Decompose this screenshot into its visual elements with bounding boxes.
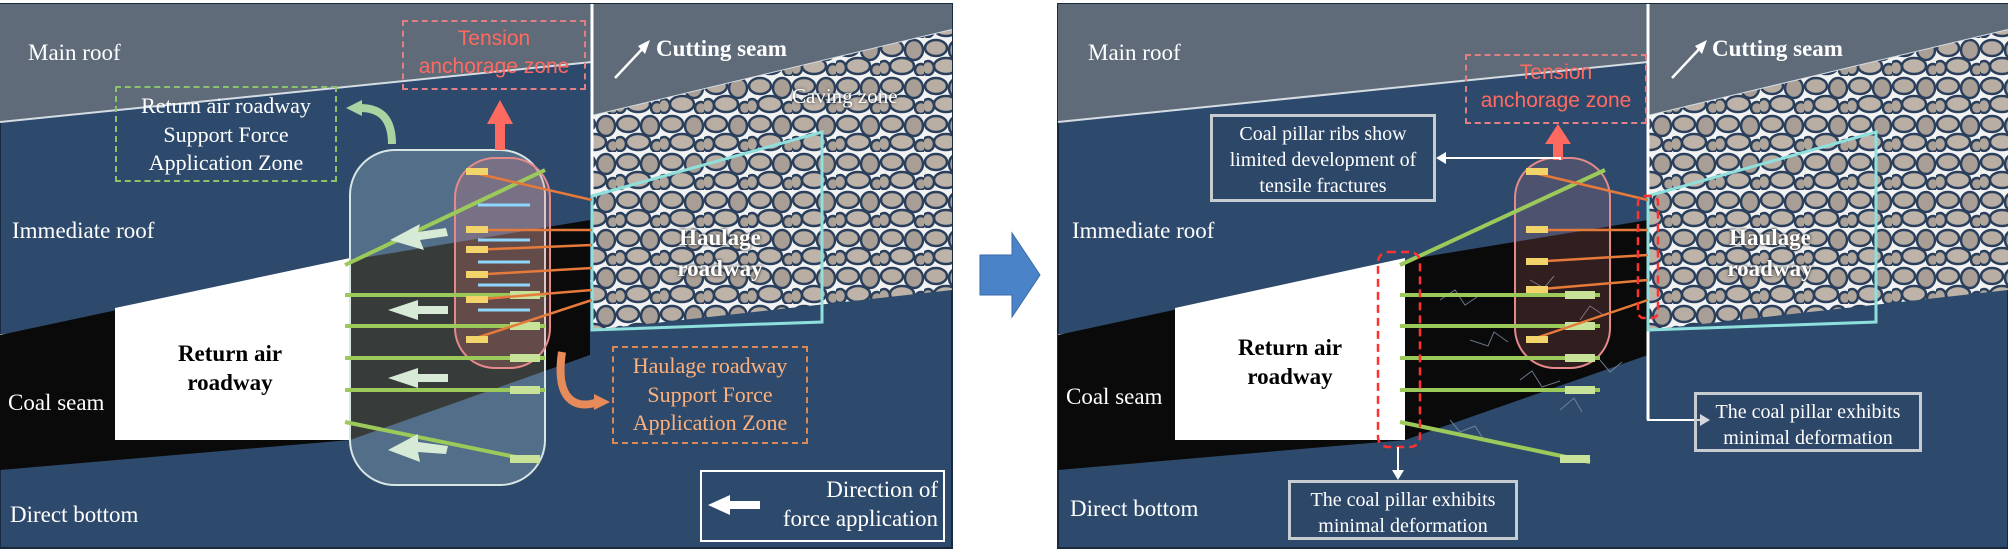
right-haulage-roadway-label: Haulage roadway xyxy=(1727,225,1813,282)
transition-arrow xyxy=(979,231,1041,319)
return-air-roadway-label: Return air roadway xyxy=(177,341,283,395)
right-deformation-note: The coal pillar exhibits minimal deforma… xyxy=(1694,392,1922,452)
right-direct-bottom-label: Direct bottom xyxy=(1070,496,1199,521)
caving-zone-label: Caving zone xyxy=(792,84,898,108)
tension-anchorage-zone-box: Tension anchorage zone xyxy=(402,20,586,90)
left-panel-graphics xyxy=(0,3,953,549)
return-support-zone-box: Return air roadway Support Force Applica… xyxy=(115,86,337,182)
immediate-roof-label: Immediate roof xyxy=(12,218,155,243)
legend-text: Direction of force application xyxy=(782,477,938,531)
right-immediate-roof-label: Immediate roof xyxy=(1072,218,1215,243)
main-roof-label: Main roof xyxy=(28,40,121,65)
ribs-fracture-note: Coal pillar ribs show limited developmen… xyxy=(1210,114,1436,202)
right-panel-graphics xyxy=(1057,3,2008,549)
direct-bottom-label: Direct bottom xyxy=(10,502,139,527)
haulage-support-zone-box: Haulage roadway Support Force Applicatio… xyxy=(612,346,808,444)
right-coal-seam-label: Coal seam xyxy=(1066,384,1163,409)
haulage-roadway-label: Haulage roadway xyxy=(677,225,763,282)
right-tension-anchorage-zone-box: Tension anchorage zone xyxy=(1465,54,1647,124)
cutting-seam-label: Cutting seam xyxy=(656,36,787,61)
coal-seam-label: Coal seam xyxy=(8,390,105,415)
legend-box xyxy=(700,470,945,542)
bottom-deformation-note: The coal pillar exhibits minimal deforma… xyxy=(1288,480,1518,540)
right-return-air-roadway-label: Return air roadway xyxy=(1237,335,1343,389)
right-cutting-seam-label: Cutting seam xyxy=(1712,36,1843,61)
right-main-roof-label: Main roof xyxy=(1088,40,1181,65)
